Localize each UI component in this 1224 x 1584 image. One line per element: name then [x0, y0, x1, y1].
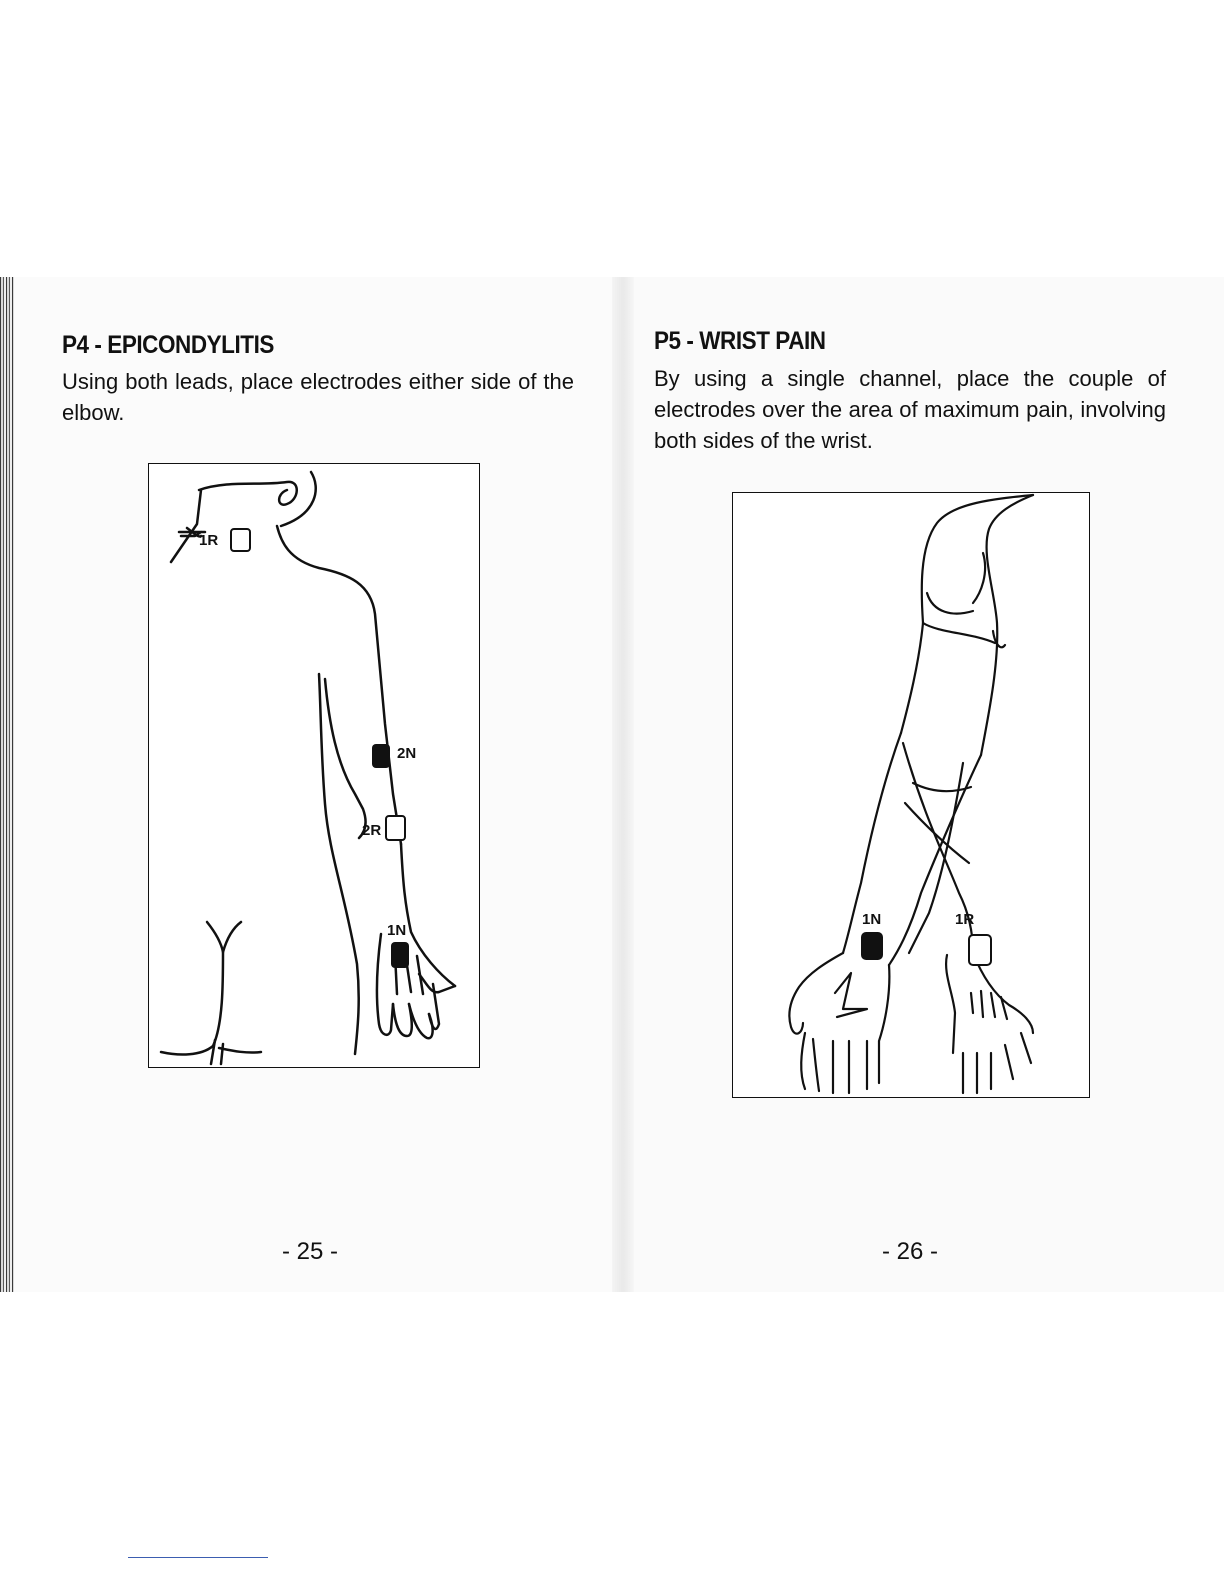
electrode-label-1N-wrist: 1N — [862, 911, 881, 928]
left-page-body: Using both leads, place electrodes eithe… — [62, 366, 574, 428]
electrode-label-1R: 1R — [199, 532, 218, 549]
electrode-pad-2R — [385, 815, 406, 841]
electrode-label-2N: 2N — [397, 745, 416, 762]
book-binding-edge — [0, 277, 14, 1292]
epicondylitis-figure — [148, 463, 480, 1068]
wrist-pain-figure — [732, 492, 1090, 1098]
footer-rule — [128, 1557, 268, 1558]
electrode-pad-1N — [391, 942, 409, 968]
arms-hands-illustration — [733, 493, 1089, 1097]
page-number-26: - 26 - — [882, 1238, 938, 1266]
left-page-title: P4 - EPICONDYLITIS — [62, 331, 274, 360]
electrode-pad-1R — [230, 528, 251, 552]
electrode-label-2R: 2R — [362, 822, 381, 839]
electrode-pad-1N-wrist — [861, 932, 883, 960]
electrode-label-1R-wrist: 1R — [955, 911, 974, 928]
right-page-title: P5 - WRIST PAIN — [654, 327, 826, 356]
electrode-pad-2N — [372, 744, 390, 768]
electrode-label-1N: 1N — [387, 922, 406, 939]
page-number-25: - 25 - — [282, 1238, 338, 1266]
electrode-pad-1R-wrist — [968, 934, 992, 966]
back-arm-illustration — [149, 464, 479, 1067]
right-page-body: By using a single channel, place the cou… — [654, 363, 1166, 456]
page-gutter — [612, 277, 634, 1292]
